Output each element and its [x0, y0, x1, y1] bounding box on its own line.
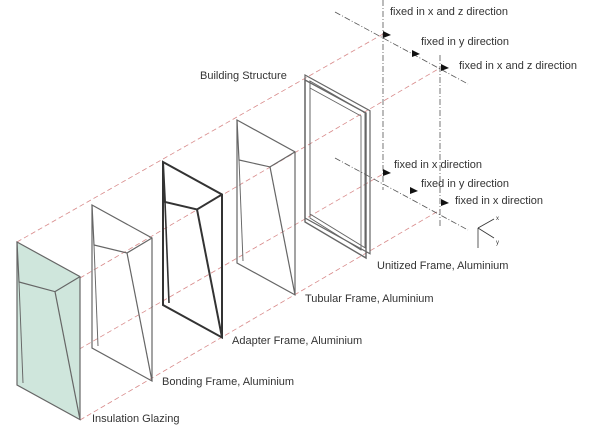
support-axis-line [334, 11, 469, 85]
label-building-structure: Building Structure [200, 70, 287, 82]
frame-depth-edge [236, 119, 296, 168]
frame-outline [162, 160, 223, 340]
arrow-icon [410, 187, 418, 194]
label-adapter-frame: Adapter Frame, Aluminium [232, 335, 362, 347]
projection-guide-line [79, 209, 441, 421]
support-axis-line [334, 157, 469, 231]
support-arrows [383, 31, 449, 206]
frame-depth-edge [93, 244, 99, 347]
arrow-icon [441, 64, 449, 71]
projection-guide-line [79, 67, 441, 279]
frame-depth-edge [238, 159, 244, 262]
label-unitized-frame: Unitized Frame, Aluminium [377, 260, 508, 272]
frame-depth-edge [16, 241, 81, 293]
panel-tubular-frame [236, 118, 296, 296]
label-tubular-frame: Tubular Frame, Aluminium [305, 293, 434, 305]
constraint-label: fixed in x direction [394, 159, 482, 171]
axis-indicator-icon: x y [477, 216, 499, 248]
axis-y-label: y [496, 240, 499, 246]
support-axes [334, 0, 469, 231]
frame-depth-edge [126, 252, 153, 382]
constraint-labels: fixed in x and z direction fixed in y di… [390, 6, 577, 207]
arrow-icon [383, 169, 391, 176]
frame-outline [16, 240, 81, 421]
frame-outline [236, 118, 296, 296]
frame-depth-edge [269, 166, 296, 296]
arrow-icon [441, 199, 449, 206]
frame-outline [304, 78, 367, 260]
projection-guides [16, 33, 441, 421]
frame-depth-edge [164, 201, 170, 304]
constraint-label: fixed in y direction [421, 36, 509, 48]
constraint-label: fixed in y direction [421, 178, 509, 190]
constraint-label: fixed in x direction [455, 195, 543, 207]
projection-guide-line [16, 173, 384, 386]
panel-unitized-frame [304, 78, 367, 260]
constraint-label: fixed in x and z direction [459, 60, 577, 72]
frame-inner-outline [309, 87, 362, 251]
axis-x-label: x [496, 216, 499, 222]
frame-depth-edge [196, 209, 223, 338]
projection-guide-line [16, 33, 384, 243]
label-bonding-frame: Bonding Frame, Aluminium [162, 376, 294, 388]
frame-depth-edge [54, 291, 81, 420]
panel-adapter-frame [162, 160, 223, 340]
label-insulation-glazing: Insulation Glazing [92, 413, 179, 425]
panel-bonding-frame [91, 203, 153, 383]
arrow-icon [412, 50, 420, 57]
arrow-icon [383, 31, 391, 38]
frame-outline [304, 73, 371, 255]
frame-depth-edge [18, 281, 24, 384]
panel-building-structure [304, 73, 371, 255]
panels [16, 73, 371, 421]
layer-labels: Insulation Glazing Bonding Frame, Alumin… [92, 70, 508, 425]
panel-insulation-glazing [16, 240, 81, 421]
constraint-label: fixed in x and z direction [390, 6, 508, 18]
frame-outline [91, 203, 153, 383]
frame-depth-edge [91, 204, 153, 254]
frame-depth-edge [162, 161, 223, 211]
